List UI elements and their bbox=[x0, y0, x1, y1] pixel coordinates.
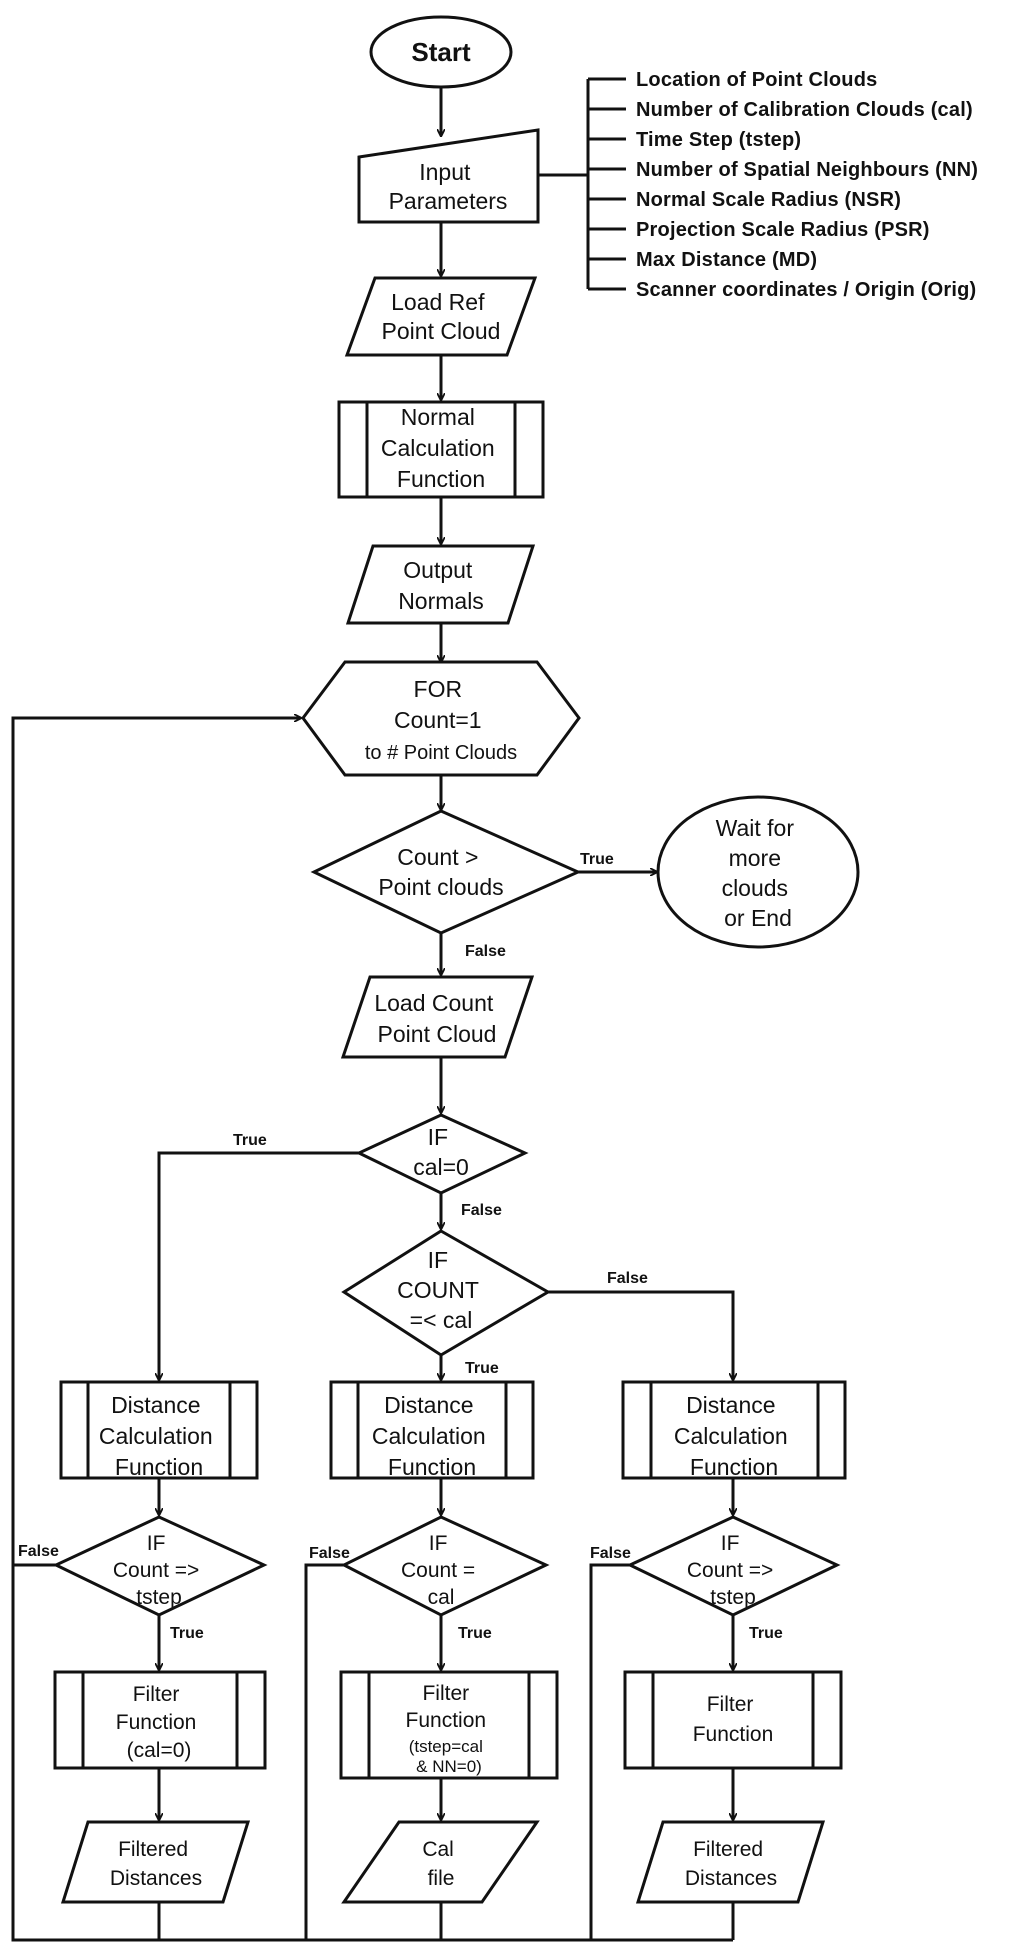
param-item: Max Distance (MD) bbox=[636, 249, 817, 271]
count-gt-label: Count > Point clouds bbox=[378, 844, 503, 900]
start-terminal bbox=[369, 15, 513, 89]
if-tstep-left-label: IF Count => tstep bbox=[113, 1532, 205, 1609]
for-loop-hexagon bbox=[301, 660, 581, 777]
if-cal0-diamond bbox=[355, 1113, 529, 1195]
label-eq-cal-false: False bbox=[309, 1545, 350, 1562]
cal-file-box bbox=[341, 1820, 540, 1904]
load-count-box bbox=[340, 975, 535, 1059]
edge-loop-return bbox=[11, 718, 733, 1942]
filter-mid-box bbox=[339, 1670, 559, 1780]
if-count-eq-cal-diamond bbox=[340, 1515, 550, 1617]
dist-right-label: Distance Calculation Function bbox=[674, 1392, 794, 1480]
filter-left-box bbox=[53, 1670, 267, 1770]
output-normals-box bbox=[345, 544, 536, 625]
input-parameters-box bbox=[357, 128, 540, 224]
normal-calc-box bbox=[337, 400, 545, 499]
count-gt-diamond bbox=[310, 809, 582, 935]
filtered-left-label: Filtered Distances bbox=[110, 1838, 202, 1890]
param-item: Projection Scale Radius (PSR) bbox=[636, 219, 930, 241]
shapes bbox=[52, 15, 860, 1904]
dist-left-label: Distance Calculation Function bbox=[99, 1392, 219, 1480]
if-tstep-left-diamond bbox=[52, 1515, 268, 1617]
if-tstep-right-diamond bbox=[626, 1515, 841, 1617]
edge-ifle-false-to-distright bbox=[548, 1290, 733, 1380]
filtered-right-box bbox=[635, 1820, 826, 1904]
normal-calc-label: Normal Calculation Function bbox=[381, 404, 501, 492]
filtered-left-box bbox=[60, 1820, 251, 1904]
dist-mid-box bbox=[329, 1380, 535, 1480]
edge-iftstepright-false-loop bbox=[589, 1563, 630, 1940]
start-label: Start bbox=[411, 37, 471, 67]
label-cal0-true: True bbox=[233, 1132, 267, 1149]
edge-ifeqcal-false-loop bbox=[304, 1563, 344, 1940]
label-count-gt-false: False bbox=[465, 943, 506, 960]
load-count-label: Load Count Point Cloud bbox=[374, 990, 499, 1047]
edge-labels: True False True False False True False T… bbox=[18, 851, 783, 1642]
label-tstep-right-true: True bbox=[749, 1625, 783, 1642]
edge-ifcal0-true-to-distleft bbox=[159, 1151, 359, 1380]
if-count-le-cal-label: IF COUNT =< cal bbox=[397, 1247, 485, 1333]
if-count-eq-cal-label: IF Count = cal bbox=[401, 1532, 481, 1609]
filter-left-label: Filter Function (cal=0) bbox=[116, 1683, 202, 1762]
label-tstep-left-false: False bbox=[18, 1543, 59, 1560]
output-normals-label: Output Normals bbox=[398, 557, 484, 614]
label-le-cal-false: False bbox=[607, 1270, 648, 1287]
param-item: Time Step (tstep) bbox=[636, 129, 801, 151]
load-ref-box bbox=[344, 276, 538, 357]
dist-left-box bbox=[59, 1380, 259, 1480]
filtered-right-label: Filtered Distances bbox=[685, 1838, 777, 1890]
label-eq-cal-true: True bbox=[458, 1625, 492, 1642]
filter-right-box bbox=[623, 1670, 843, 1770]
if-count-le-cal-diamond bbox=[341, 1229, 551, 1357]
if-cal0-label: IF cal=0 bbox=[413, 1124, 469, 1180]
wait-terminal bbox=[656, 795, 860, 949]
cal-file-label: Cal file bbox=[422, 1838, 459, 1890]
param-item: Location of Point Clouds bbox=[636, 69, 877, 91]
label-count-gt-true: True bbox=[580, 851, 614, 868]
dist-right-box bbox=[621, 1380, 847, 1480]
if-tstep-right-label: IF Count => tstep bbox=[687, 1532, 779, 1609]
load-ref-label: Load Ref Point Cloud bbox=[382, 289, 501, 344]
dist-mid-label: Distance Calculation Function bbox=[372, 1392, 492, 1480]
param-item: Scanner coordinates / Origin (Orig) bbox=[636, 279, 976, 301]
node-labels: Start Input Parameters Load Ref Point Cl… bbox=[99, 37, 801, 1890]
wait-label: Wait for more clouds or End bbox=[716, 815, 801, 931]
label-tstep-right-false: False bbox=[590, 1545, 631, 1562]
input-parameters-label: Input Parameters bbox=[389, 159, 508, 214]
label-tstep-left-true: True bbox=[170, 1625, 204, 1642]
param-item: Normal Scale Radius (NSR) bbox=[636, 189, 901, 211]
param-item: Number of Calibration Clouds (cal) bbox=[636, 99, 973, 121]
filter-mid-label: Filter Function (tstep=cal & NN=0) bbox=[406, 1679, 493, 1776]
label-cal0-false: False bbox=[461, 1202, 502, 1219]
label-le-cal-true: True bbox=[465, 1360, 499, 1377]
connectors bbox=[11, 79, 733, 1942]
param-item: Number of Spatial Neighbours (NN) bbox=[636, 159, 978, 181]
filter-right-label: Filter Function bbox=[693, 1693, 774, 1746]
for-loop-label: FOR Count=1 to # Point Clouds bbox=[365, 676, 517, 764]
